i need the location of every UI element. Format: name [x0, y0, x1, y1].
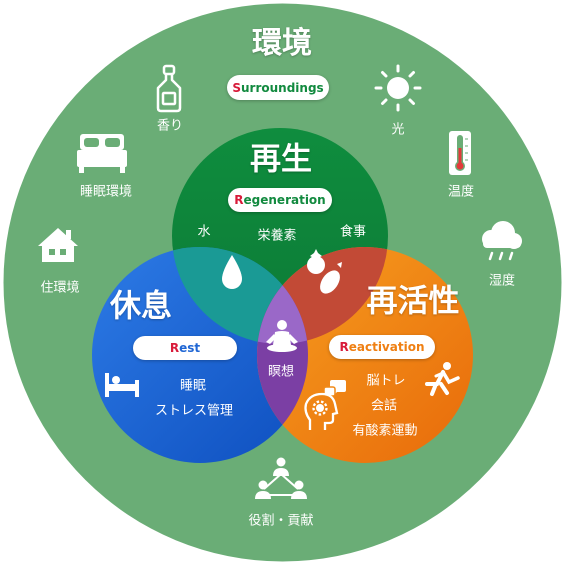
- rest-subtitle-first: R: [169, 341, 180, 355]
- outer-item-sleep-env: 睡眠環境: [79, 184, 133, 200]
- outer-item-temperature: 温度: [447, 184, 475, 200]
- regen-react-overlap: [257, 247, 388, 344]
- outer-item-light: 光: [391, 122, 405, 138]
- running-person-icon: [425, 362, 460, 396]
- sleep-bed-icon: [105, 373, 139, 397]
- people-network-icon: [255, 457, 307, 499]
- sun-icon: [374, 64, 422, 112]
- reactivation-subtitle-rest: eactivation: [348, 340, 425, 354]
- regeneration-subtitle-rest: egeneration: [243, 193, 326, 207]
- outer-subtitle-rest: urroundings: [240, 80, 324, 95]
- outer-item-humidity: 湿度: [488, 273, 516, 289]
- perfume-bottle-icon: [156, 64, 182, 113]
- regeneration-subtitle-first: R: [234, 193, 244, 207]
- rain-cloud-icon: [482, 221, 522, 261]
- regeneration-item-meals: 食事: [339, 224, 367, 240]
- center-label: 瞑想: [267, 364, 295, 380]
- brain-gear-icon: [304, 392, 339, 430]
- house-icon: [38, 228, 78, 262]
- meditation-icon: [266, 320, 298, 352]
- outer-item-living-env: 住環境: [40, 280, 80, 296]
- outer-subtitle-first: S: [232, 80, 241, 95]
- regeneration-item-nutrients: 栄養素: [257, 228, 297, 244]
- outer-title: 環境: [252, 26, 312, 61]
- reactivation-title: 再活性: [366, 283, 460, 320]
- reactivation-item-aerobic: 有酸素運動: [352, 423, 418, 439]
- reactivation-subtitle-first: R: [339, 340, 349, 354]
- water-drop-icon: [222, 255, 242, 289]
- thermometer-icon: [449, 131, 471, 175]
- reactivation-item-brain: 脳トレ: [366, 373, 406, 389]
- regen-rest-overlap: [172, 247, 308, 344]
- bed-icon: [77, 134, 127, 173]
- rest-title: 休息: [110, 288, 172, 325]
- regeneration-title: 再生: [250, 141, 312, 178]
- rest-subtitle-rest: est: [179, 341, 201, 355]
- reactivation-item-conversation: 会話: [370, 398, 398, 414]
- outer-item-role: 役割・貢献: [248, 513, 314, 529]
- vegetables-icon: [307, 249, 342, 294]
- regeneration-item-water: 水: [197, 224, 211, 240]
- rest-item-sleep: 睡眠: [179, 378, 207, 394]
- outer-item-scent: 香り: [156, 118, 184, 134]
- rest-item-stress: ストレス管理: [154, 403, 234, 419]
